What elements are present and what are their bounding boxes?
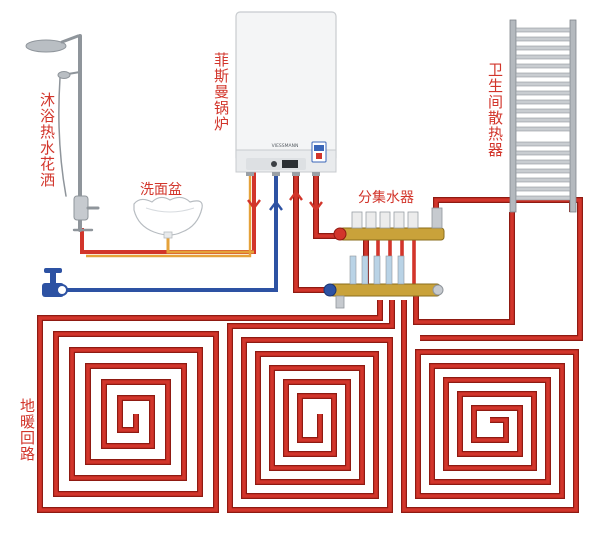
towel-radiator bbox=[509, 19, 577, 213]
manifold bbox=[323, 207, 445, 309]
radiator-crossbar bbox=[515, 27, 571, 33]
shower-label: 沐浴热水花洒 bbox=[38, 92, 56, 188]
radiator-crossbar bbox=[515, 126, 571, 132]
radiator-crossbar bbox=[515, 63, 571, 69]
shower bbox=[25, 34, 100, 232]
flow-arrows bbox=[247, 190, 323, 212]
floor-heating-loop-2 bbox=[227, 300, 395, 513]
radiator-crossbar bbox=[515, 54, 571, 60]
boiler-label: 菲斯曼锅炉 bbox=[212, 52, 230, 132]
radiator-crossbar bbox=[515, 159, 571, 165]
labels: 洗面盆 分集水器 bbox=[140, 182, 414, 206]
floor-heating-loop-1 bbox=[37, 300, 383, 513]
radiator-crossbar bbox=[515, 195, 571, 201]
wash-basin bbox=[133, 196, 203, 239]
radiator-crossbar bbox=[515, 81, 571, 87]
boiler-brand-text: VIESSMANN bbox=[272, 143, 299, 149]
radiator-label: 卫生间散热器 bbox=[486, 62, 504, 158]
radiator-crossbar bbox=[515, 90, 571, 96]
boiler: VIESSMANN bbox=[235, 11, 337, 176]
radiator-crossbar bbox=[515, 141, 571, 147]
basin-label: 洗面盆 bbox=[140, 182, 182, 198]
radiator-crossbar bbox=[515, 117, 571, 123]
floor-heating-label: 地暖回路 bbox=[18, 398, 36, 462]
radiator-crossbar bbox=[515, 186, 571, 192]
radiator-crossbar bbox=[515, 177, 571, 183]
radiator-crossbar bbox=[515, 45, 571, 51]
floor-heating-loops bbox=[37, 197, 583, 513]
floor-heating-loop-3 bbox=[401, 300, 579, 513]
radiator-crossbar bbox=[515, 150, 571, 156]
radiator-crossbar bbox=[515, 168, 571, 174]
radiator-crossbar bbox=[515, 36, 571, 42]
radiator-crossbar bbox=[515, 108, 571, 114]
radiator-crossbar bbox=[515, 72, 571, 78]
radiator-crossbar bbox=[515, 99, 571, 105]
cold-water-valve bbox=[42, 268, 68, 297]
boiler-heating-pipes bbox=[60, 172, 348, 293]
manifold-label: 分集水器 bbox=[358, 189, 414, 206]
